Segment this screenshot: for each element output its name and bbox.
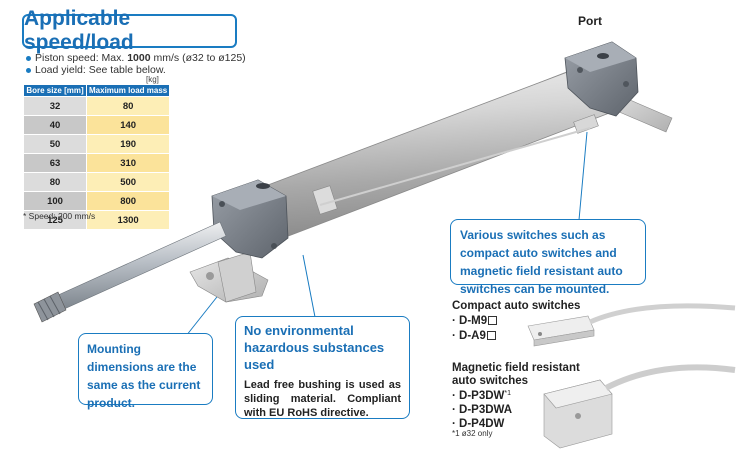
mass-cell: 190 (85, 134, 171, 154)
bore-cell: 50 (23, 134, 87, 154)
piston-speed-spec: Piston speed: Max. 1000 mm/s (ø32 to ø12… (26, 52, 246, 64)
placeholder-box-icon (486, 331, 496, 340)
mass-cell: 80 (85, 96, 171, 116)
compact-switch-label: · D-A9 (452, 330, 486, 342)
mass-cell: 800 (85, 191, 171, 211)
mass-cell: 1300 (85, 210, 171, 230)
table-header-row: Bore size [mm] Maximum load mass (23, 84, 171, 97)
bore-cell: 100 (23, 191, 87, 211)
rohs-heading: No environmental hazardous substances us… (244, 323, 385, 372)
footnote-marker: *1 (504, 390, 512, 397)
bore-cell: 63 (23, 153, 87, 173)
compact-switch-d-m9: · D-M9 (452, 315, 498, 327)
bore-cell: 80 (23, 172, 87, 192)
mass-cell: 500 (85, 172, 171, 192)
placeholder-box-icon (488, 316, 498, 325)
load-yield-spec: Load yield: See table below. (26, 64, 246, 76)
compact-switch-label: · D-M9 (452, 315, 488, 327)
switch-callout: Various switches such as compact auto sw… (450, 219, 646, 296)
page-title: Applicable speed/load (22, 7, 237, 54)
port-label: Port (578, 14, 602, 28)
bore-cell: 40 (23, 115, 87, 135)
piston-speed-prefix: Piston speed: Max. (35, 52, 128, 64)
mass-cell: 140 (85, 115, 171, 135)
header-max-load-mass: Maximum load mass (85, 84, 171, 97)
rohs-callout: No environmental hazardous substances us… (235, 316, 410, 419)
mass-cell: 310 (85, 153, 171, 173)
magnetic-switches-heading-2: auto switches (452, 375, 529, 387)
bore-only-footnote: *1 ø32 only (452, 429, 493, 438)
speed-footnote: * Speed: 200 mm/s (23, 211, 96, 221)
compact-switch-d-a9: · D-A9 (452, 330, 496, 342)
magnetic-switch-d-p4dw: · D-P4DW (452, 418, 505, 430)
magnetic-switch-d-p3dwa: · D-P3DWA (452, 404, 513, 416)
magnetic-switches-heading-1: Magnetic field resistant (452, 362, 580, 374)
rohs-body: Lead free bushing is used as sliding mat… (244, 379, 401, 419)
table-unit: [kg] (146, 75, 159, 84)
spec-list: Piston speed: Max. 1000 mm/s (ø32 to ø12… (26, 52, 246, 76)
header-bore-size: Bore size [mm] (23, 84, 87, 97)
bore-cell: 32 (23, 96, 87, 116)
magnetic-switch-label: · D-P3DW (452, 390, 505, 402)
mounting-callout: Mounting dimensions are the same as the … (78, 333, 213, 410)
piston-speed-value: 1000 (127, 52, 151, 64)
magnetic-switch-d-p3dw: · D-P3DW*1 (452, 390, 511, 402)
compact-switches-heading: Compact auto switches (452, 300, 581, 312)
piston-speed-suffix: mm/s (ø32 to ø125) (150, 52, 246, 64)
